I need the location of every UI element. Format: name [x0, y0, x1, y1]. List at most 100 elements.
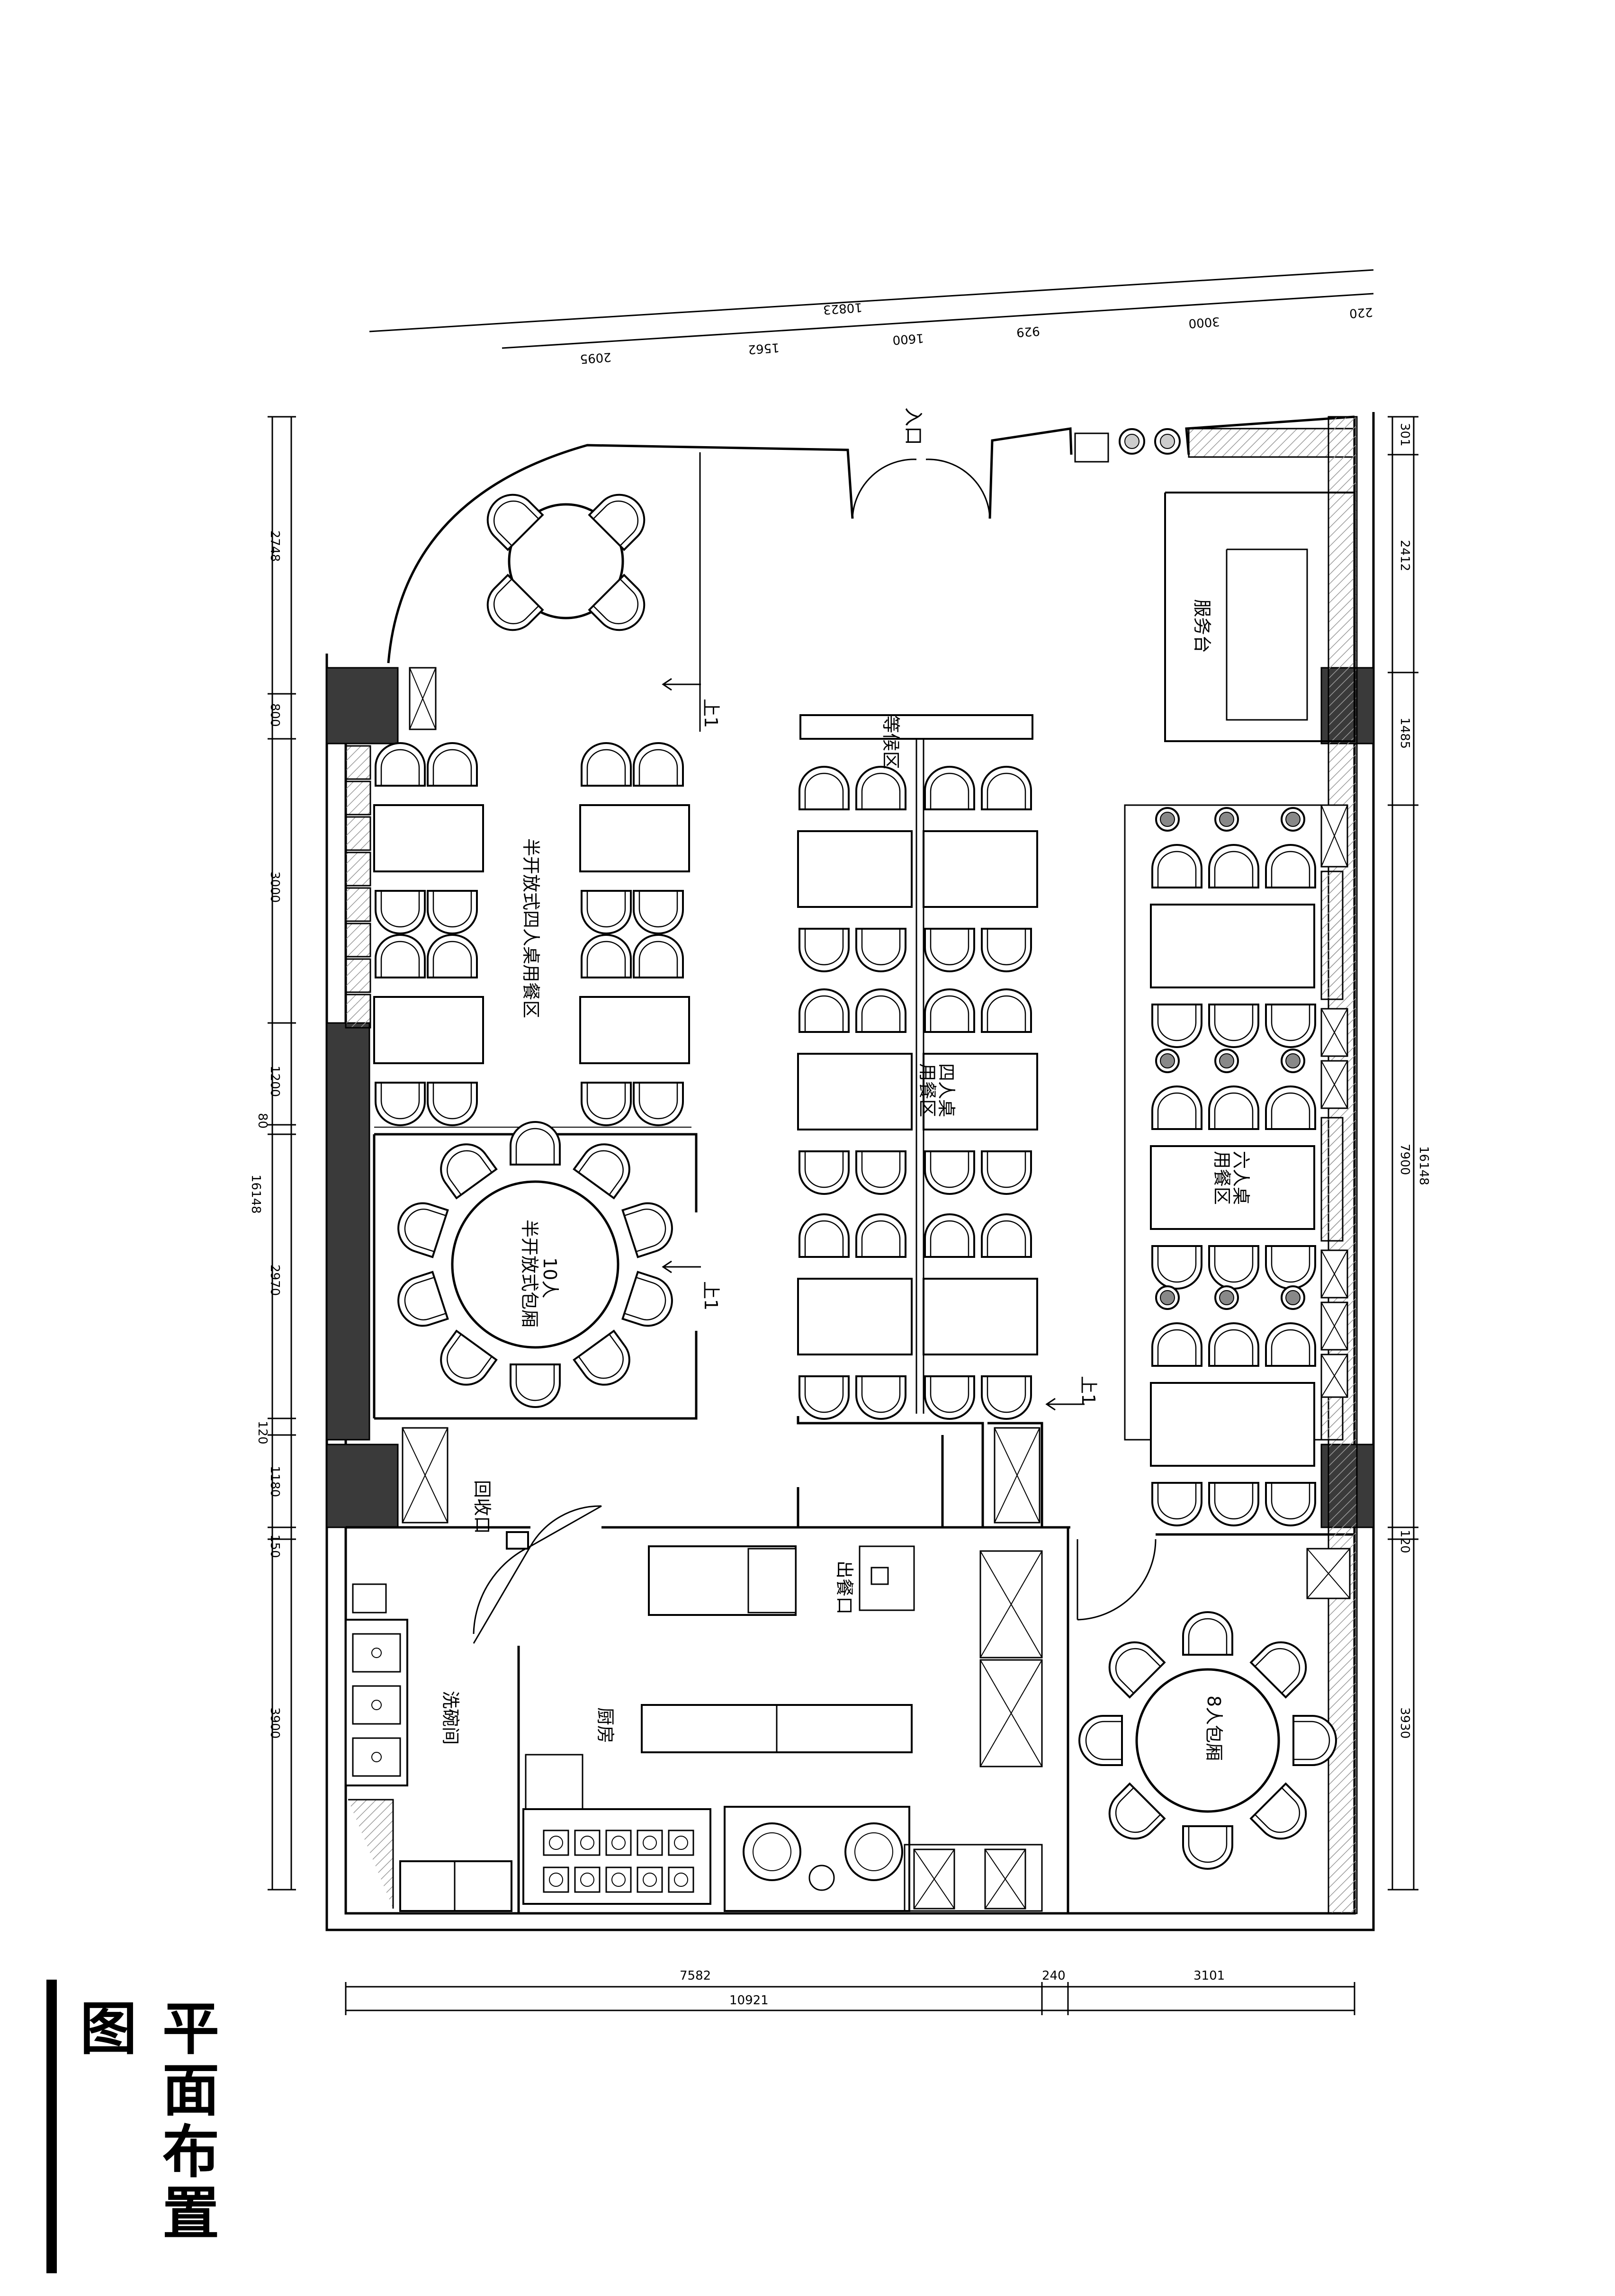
cabinet-r3-cross: [1321, 1060, 1348, 1109]
burner: [668, 1866, 694, 1893]
dim-right-2: 2412: [1398, 540, 1412, 571]
chair: [855, 766, 906, 810]
door-swing-right: [925, 458, 991, 519]
wall-cabinet: [345, 852, 371, 887]
chair: [799, 766, 850, 810]
dim-bottom-2: 240: [1042, 1969, 1066, 1983]
chair: [1208, 1482, 1259, 1526]
wall-cabinet: [345, 958, 371, 993]
chair-10: [431, 1331, 496, 1394]
dim-top-2: 929: [1016, 323, 1041, 339]
dish-cabinet: [352, 1583, 387, 1614]
waiting-bench: [799, 714, 1033, 740]
stool: [1214, 807, 1239, 832]
kitchen-divider-3: [987, 1422, 1043, 1527]
kitchen-fridge-2-cross: [980, 1659, 1042, 1767]
chair: [855, 928, 906, 972]
burner-ring: [643, 1836, 657, 1850]
chair-8: [1251, 1632, 1316, 1697]
dim-left-9: 150: [268, 1534, 282, 1558]
chair: [427, 934, 478, 978]
dim-right-1: 301: [1398, 423, 1412, 447]
round-table-10: [451, 1180, 619, 1349]
stool: [1155, 807, 1180, 832]
chair: [427, 742, 478, 787]
kitchen-cabinet-top-inner: [870, 1567, 889, 1585]
chair: [799, 1150, 850, 1195]
kitchen-sink-top: [747, 1548, 797, 1614]
burner: [605, 1830, 632, 1856]
column-1: [326, 667, 399, 744]
wall-cabinet: [345, 780, 371, 816]
label-step-up-3: 上1: [1078, 1376, 1099, 1405]
dim-right-total: 16148: [1417, 1146, 1431, 1185]
chair: [855, 988, 906, 1033]
wall-cabinet: [345, 816, 371, 851]
title-block: 平面布置图: [28, 1980, 218, 2273]
burner-ring: [643, 1873, 657, 1887]
ten-room-top-wall: [374, 1133, 698, 1212]
step-arrow-head: [662, 1260, 672, 1274]
dim-bottom-3: 3101: [1193, 1969, 1225, 1983]
chair: [855, 1375, 906, 1420]
wall-hatch-r1: [1320, 870, 1344, 1000]
cabinet-center-bottom-cross: [994, 1427, 1040, 1523]
chair: [1151, 1482, 1202, 1526]
cabinet-r5-cross: [1321, 1302, 1348, 1350]
chair: [633, 890, 684, 934]
chair: [1151, 1085, 1202, 1130]
kitchen-divider-2: [797, 1435, 944, 1529]
dim-top-outer: [369, 269, 1374, 332]
chair: [981, 928, 1032, 972]
dim-right-5: 120: [1398, 1530, 1412, 1553]
chair: [1265, 1004, 1316, 1048]
label-four-person-dining-2: 用餐区: [917, 1063, 938, 1117]
wall-cabinet: [345, 923, 371, 958]
chair: [924, 766, 975, 810]
dim-right-3: 1485: [1398, 718, 1412, 749]
kitchen-fridge-1-cross: [980, 1551, 1042, 1658]
six-table-2: [1150, 1382, 1315, 1467]
four-table-left-1: [373, 996, 484, 1064]
chair: [924, 928, 975, 972]
wall-cabinet: [345, 994, 371, 1029]
center-table-a-1: [797, 1053, 913, 1130]
kitchen-box-2-cross: [985, 1849, 1026, 1909]
chair-8: [1100, 1632, 1165, 1697]
dish-sink: [352, 1737, 401, 1777]
chair: [427, 1082, 478, 1126]
dish-sink: [352, 1685, 401, 1725]
wall-block-left: [326, 1022, 370, 1441]
cabinet-r4-cross: [1321, 1250, 1348, 1298]
round-table-4: [508, 503, 624, 619]
chair: [924, 988, 975, 1033]
chair: [1151, 1245, 1202, 1290]
stool: [1214, 1285, 1239, 1310]
dim-top-inner: [502, 293, 1374, 349]
entry-cabinet: [1074, 432, 1109, 463]
dimension-lines: [268, 269, 1418, 2015]
step-arrow-head: [1045, 1398, 1056, 1411]
wall-hatch-r3: [1320, 1396, 1344, 1441]
curved-facade: [387, 444, 854, 664]
wok: [844, 1822, 903, 1881]
burner: [637, 1830, 663, 1856]
wok: [743, 1822, 801, 1881]
chair: [1208, 1322, 1259, 1367]
chair-10: [574, 1331, 639, 1394]
wok-inner: [753, 1832, 791, 1871]
dish-slope: [348, 1799, 394, 1909]
chair: [799, 1375, 850, 1420]
six-table-0: [1150, 904, 1315, 988]
wall-cabinet: [345, 887, 371, 922]
label-step-up-2: 上1: [700, 1281, 721, 1310]
chair: [981, 988, 1032, 1033]
four-table-mid-1: [579, 996, 690, 1064]
label-six-person-dining-1: 六人桌: [1230, 1151, 1251, 1205]
dim-right-6: 3930: [1398, 1707, 1412, 1739]
chair: [1208, 844, 1259, 888]
page-title: 平面布置图: [70, 1999, 218, 2245]
four-table-left-0: [373, 804, 484, 872]
dimension-labels: 10823 3000 929 1600 1562 2095 220 16148 …: [249, 300, 1431, 2008]
center-table-b-1: [923, 1053, 1038, 1130]
